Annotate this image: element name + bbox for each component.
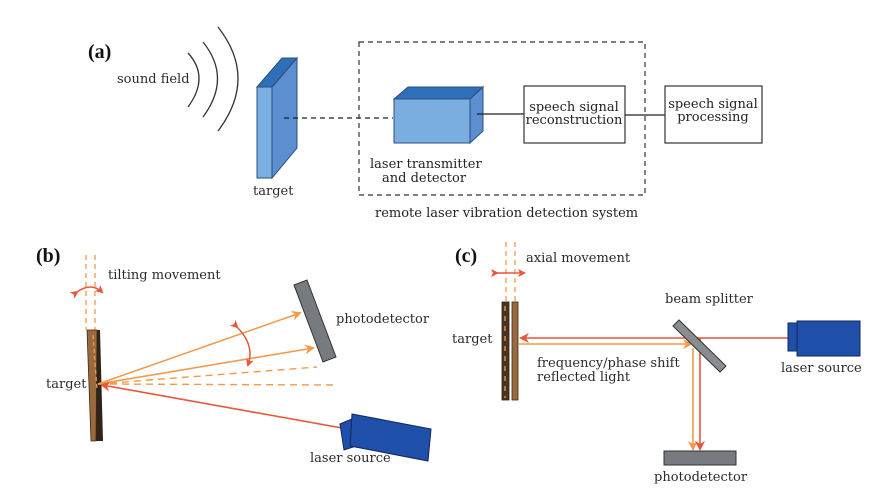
beam-splitter-label: beam splitter bbox=[665, 292, 754, 307]
target-c-label: target bbox=[452, 332, 493, 347]
panel-b: (b) tilting movement target photodetecto… bbox=[36, 245, 432, 466]
photodetector-b-label: photodetector bbox=[336, 312, 430, 327]
laser-source-b bbox=[339, 413, 432, 462]
reflected-ray-2 bbox=[97, 344, 315, 385]
tilt-arrow-icon bbox=[69, 285, 104, 299]
target-block-a bbox=[255, 56, 299, 180]
panel-c-label: (c) bbox=[455, 245, 477, 267]
incident-ray-b bbox=[100, 381, 343, 429]
laser-transmitter-block bbox=[392, 85, 485, 145]
laser-transmitter-label-1: laser transmitter bbox=[370, 157, 482, 172]
target-b-label: target bbox=[46, 377, 87, 392]
axial-movement-label: axial movement bbox=[526, 251, 631, 266]
processing-label-1: speech signal bbox=[668, 97, 758, 112]
panel-c: (c) axial movement target beam splitter … bbox=[452, 242, 862, 485]
panel-a-label: (a) bbox=[88, 41, 111, 63]
reflected-ray-dashed-2 bbox=[97, 383, 334, 386]
processing-box bbox=[664, 85, 763, 144]
tilting-movement-label: tilting movement bbox=[108, 268, 221, 283]
reflected-ray-1 bbox=[97, 310, 302, 385]
panel-a: (a) sound field target remote laser vibr… bbox=[88, 26, 763, 221]
sound-field-label: sound field bbox=[117, 72, 190, 87]
photodetector-b bbox=[293, 279, 337, 363]
laser-transmitter-label-2: and detector bbox=[382, 171, 467, 186]
laser-source-c bbox=[787, 320, 861, 357]
target-c bbox=[501, 301, 519, 401]
shift-label-1: frequency/phase shift bbox=[537, 356, 680, 371]
laser-source-b-label: laser source bbox=[310, 451, 391, 466]
target-b bbox=[86, 329, 103, 442]
processing-label-2: processing bbox=[677, 110, 749, 125]
target-a-label: target bbox=[253, 184, 294, 199]
photodetector-c bbox=[663, 450, 737, 466]
reconstruction-label-1: speech signal bbox=[529, 100, 619, 115]
detection-system-box bbox=[358, 41, 646, 196]
shift-label-2: reflected light bbox=[537, 370, 631, 385]
sound-wave-icon bbox=[187, 26, 239, 132]
panel-b-label: (b) bbox=[36, 245, 60, 267]
deflection-arrow-icon bbox=[229, 319, 254, 367]
reflected-ray-dashed-1 bbox=[97, 366, 318, 385]
laser-source-c-label: laser source bbox=[781, 361, 862, 376]
detection-system-label: remote laser vibration detection system bbox=[375, 206, 638, 221]
photodetector-c-label: photodetector bbox=[654, 470, 748, 485]
reconstruction-label-2: reconstruction bbox=[526, 113, 623, 128]
beam-splitter bbox=[672, 319, 727, 373]
